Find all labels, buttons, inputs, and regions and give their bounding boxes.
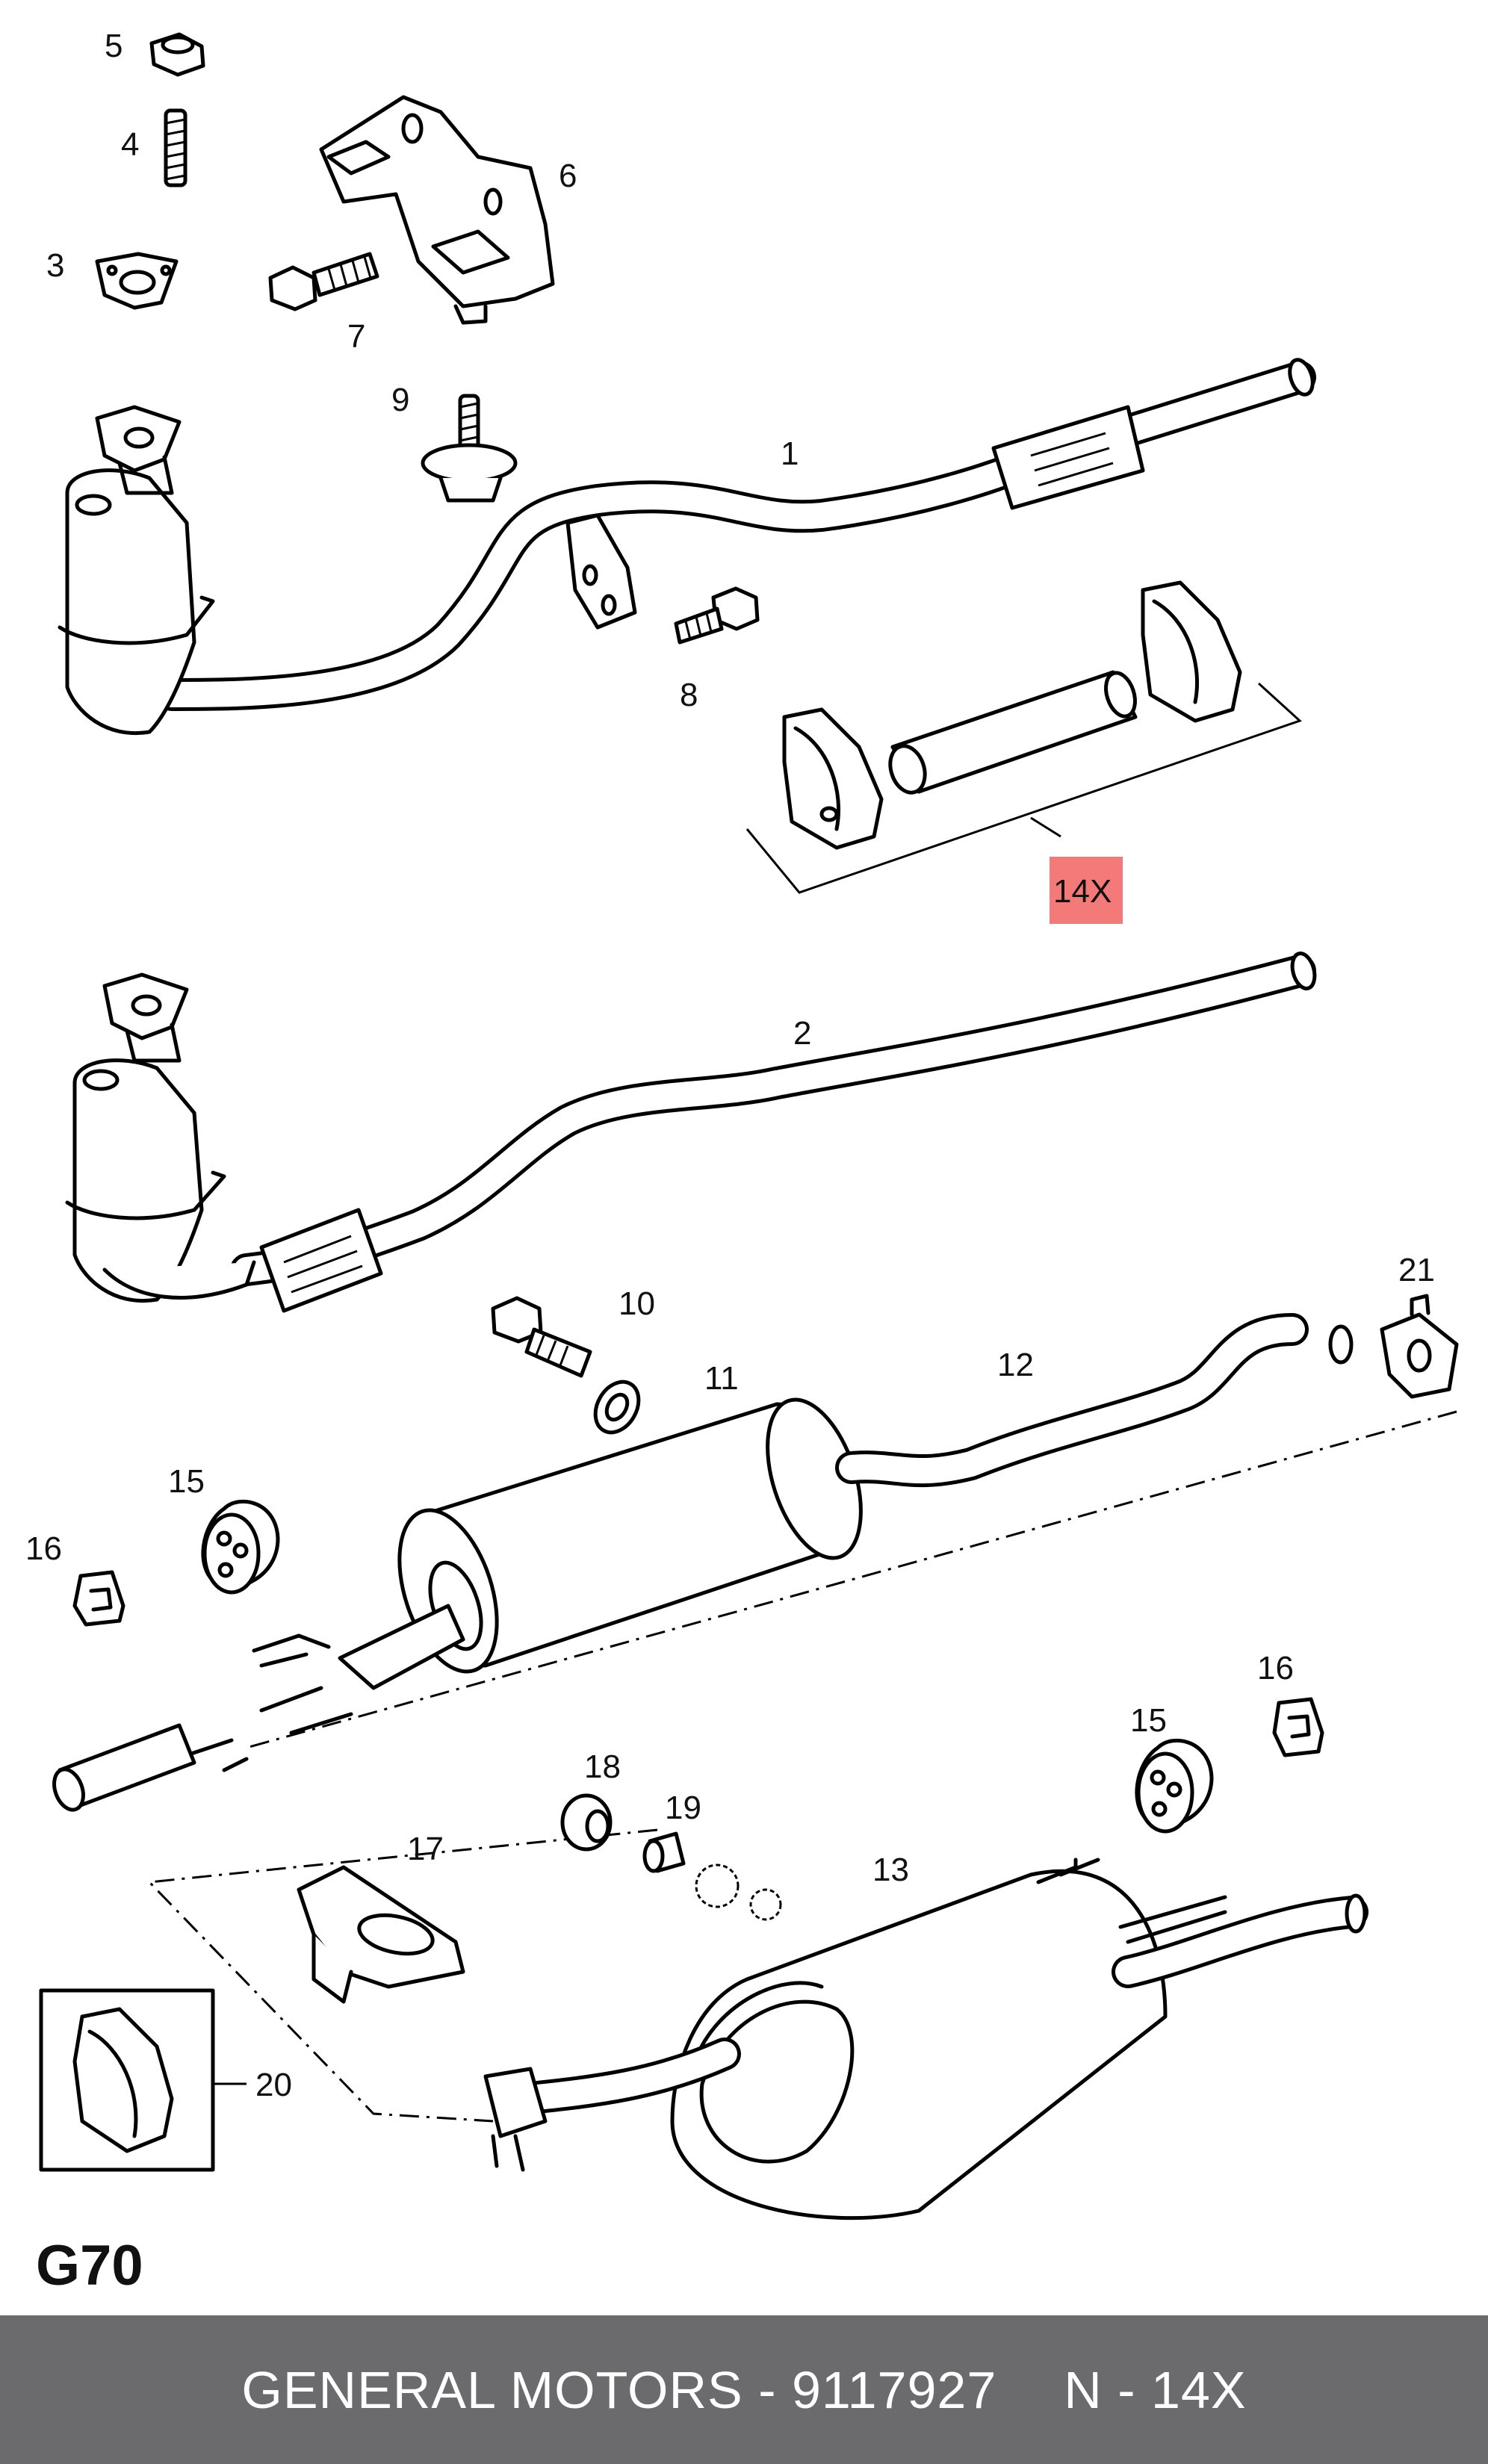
label-part-16b: 16 [1257,1650,1294,1686]
label-part-4: 4 [121,126,139,163]
part-8-bolt [674,586,760,645]
part-15-mount-b [1135,1738,1214,1834]
exhaust-system-diagram: 5 4 3 6 7 9 1 8 14X 2 10 21 12 11 15 16 … [25,28,1459,2221]
label-part-6: 6 [559,158,577,194]
label-part-20: 20 [255,2067,292,2103]
label-part-15a: 15 [168,1463,205,1500]
footer-brand-part-number: GENERAL MOTORS - 9117927 [241,2360,997,2419]
part-17-bracket [297,1865,465,2004]
diagram-reference-code: G70 [36,2234,143,2297]
footer-item-code: N - 14X [1064,2360,1247,2419]
label-part-7: 7 [347,318,365,355]
part-19-spacer-washers [642,1831,782,1921]
part-11-center-muffler [52,1397,863,1812]
label-part-10: 10 [619,1285,655,1322]
label-part-13: 13 [872,1852,909,1888]
label-part-16a: 16 [25,1530,62,1567]
label-part-11: 11 [704,1360,739,1397]
label-part-2: 2 [793,1015,811,1052]
part-2-front-pipe-alt [65,952,1317,1313]
label-part-5: 5 [105,28,123,64]
part-7-bolt [268,252,379,311]
label-part-8: 8 [680,677,698,713]
part-4-stud [164,108,187,187]
part-12-intermediate-pipe [835,1313,1354,1488]
label-part-21: 21 [1398,1252,1435,1288]
part-1-front-pipe [58,358,1316,735]
part-3-gasket [95,252,179,310]
highlight-14x-box [1050,857,1123,924]
part-16-clip-a [72,1570,125,1627]
label-part-15b: 15 [1130,1702,1167,1739]
label-part-9: 9 [391,382,409,418]
part-15-mount-a [201,1499,280,1595]
footer-bar: GENERAL MOTORS - 9117927 N - 14X [0,2315,1488,2464]
label-part-3: 3 [46,247,64,284]
part-16-clip-b [1272,1697,1324,1757]
label-part-17: 17 [407,1831,444,1867]
label-part-12: 12 [997,1347,1034,1383]
part-13-rear-muffler [483,1858,1368,2221]
assembly-dash-line-a [246,1410,1457,1749]
part-5-nut [149,32,205,77]
label-part-19: 19 [665,1790,701,1826]
label-part-14x: 14X [1053,873,1112,910]
part-18-bushing [560,1793,613,1852]
part-10-bolt [491,1296,641,1435]
part-9-stud-nut [421,394,518,503]
part-21-clamp [1380,1294,1459,1399]
label-part-1: 1 [781,435,799,472]
part-14x-clamp-kit [745,580,1302,924]
part-20-clamp-inset [39,1988,247,2172]
label-part-18: 18 [584,1748,621,1785]
part-6-bracket [319,95,555,325]
